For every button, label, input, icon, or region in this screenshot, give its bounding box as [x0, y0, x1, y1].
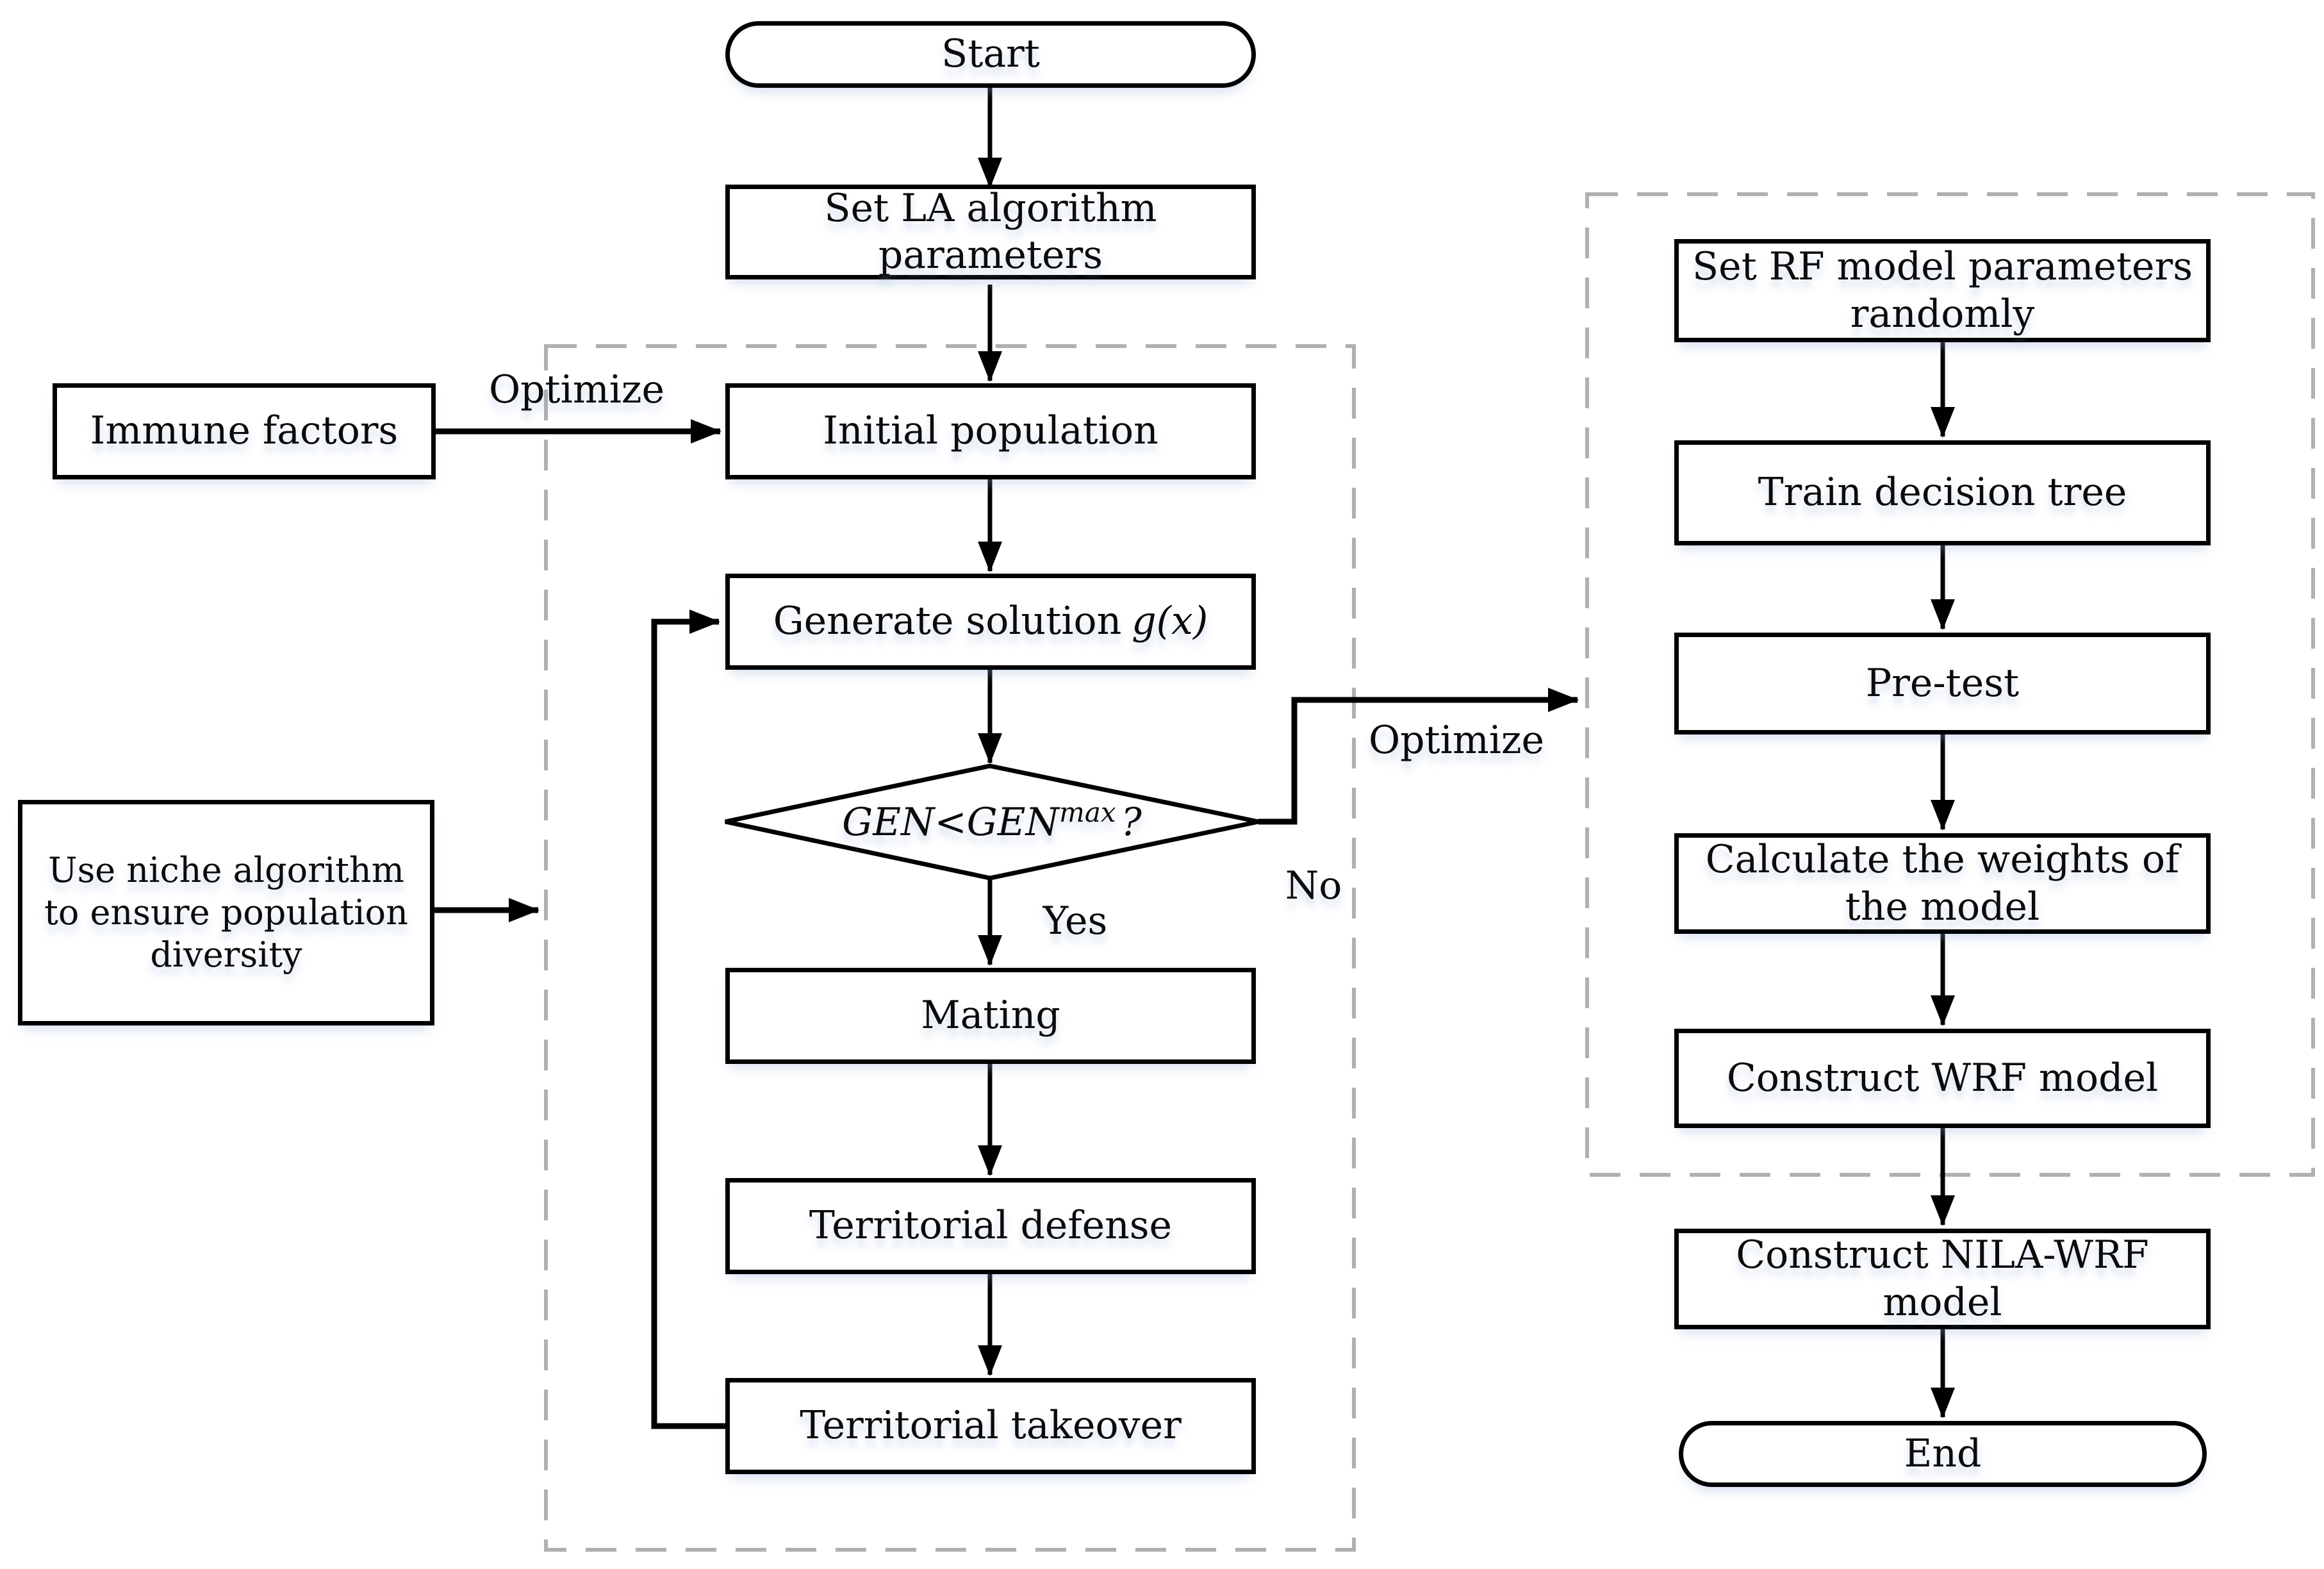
- node-construct-nila-wrf-label: Construct NILA-WRF model: [1736, 1233, 2149, 1325]
- edge-label-optimize-right: Optimize: [1368, 718, 1545, 763]
- node-construct-wrf: Construct WRF model: [1674, 1029, 2211, 1128]
- node-calculate-weights-label: Calculate the weights of the model: [1705, 837, 2180, 929]
- edge-label-no: No: [1285, 863, 1342, 908]
- node-territorial-takeover: Territorial takeover: [725, 1378, 1256, 1474]
- node-niche-algorithm: Use niche algorithm to ensure population…: [18, 800, 434, 1025]
- node-pre-test-label: Pre-test: [1865, 660, 2020, 706]
- generate-solution-math: g(x): [1132, 599, 1208, 644]
- node-mating-label: Mating: [921, 993, 1060, 1038]
- node-train-decision-tree-label: Train decision tree: [1758, 470, 2127, 515]
- edge-label-yes: Yes: [1043, 899, 1108, 943]
- node-territorial-defense-label: Territorial defense: [809, 1203, 1173, 1249]
- edge-label-optimize-left: Optimize: [488, 367, 665, 412]
- node-set-la-parameters-label: Set LA algorithm parameters: [824, 185, 1157, 278]
- node-train-decision-tree: Train decision tree: [1674, 440, 2211, 545]
- node-niche-algorithm-label: Use niche algorithm to ensure population…: [44, 850, 408, 975]
- rf-model-dashed-group: [1585, 192, 2315, 1177]
- decision-diamond-shape: [725, 763, 1259, 881]
- edge-takeover-loop-to-generate: [651, 610, 725, 1429]
- node-territorial-defense: Territorial defense: [725, 1178, 1256, 1274]
- node-set-rf-parameters: Set RF model parameters randomly: [1674, 239, 2211, 342]
- node-set-rf-parameters-label: Set RF model parameters randomly: [1692, 244, 2193, 336]
- node-calculate-weights: Calculate the weights of the model: [1674, 833, 2211, 934]
- node-immune-factors: Immune factors: [53, 383, 436, 479]
- edge-decision-no-to-rf-group: [1258, 688, 1579, 825]
- la-loop-dashed-group: [544, 344, 1356, 1552]
- node-initial-population: Initial population: [725, 383, 1256, 479]
- node-start: Start: [725, 21, 1256, 88]
- node-pre-test: Pre-test: [1674, 633, 2211, 735]
- node-immune-factors-label: Immune factors: [90, 408, 399, 454]
- node-construct-nila-wrf: Construct NILA-WRF model: [1674, 1229, 2211, 1329]
- node-start-label: Start: [941, 31, 1040, 77]
- node-end: End: [1679, 1421, 2207, 1487]
- node-decision-gen-max: GEN<GENmax?: [725, 766, 1258, 878]
- node-decision-label: GEN<GENmax?: [842, 796, 1142, 845]
- node-initial-population-label: Initial population: [823, 408, 1158, 454]
- decision-superscript: max: [1059, 796, 1116, 828]
- node-construct-wrf-label: Construct WRF model: [1726, 1055, 2159, 1100]
- node-end-label: End: [1904, 1431, 1982, 1476]
- node-territorial-takeover-label: Territorial takeover: [800, 1403, 1182, 1449]
- node-set-la-parameters: Set LA algorithm parameters: [725, 185, 1256, 279]
- node-mating: Mating: [725, 968, 1256, 1064]
